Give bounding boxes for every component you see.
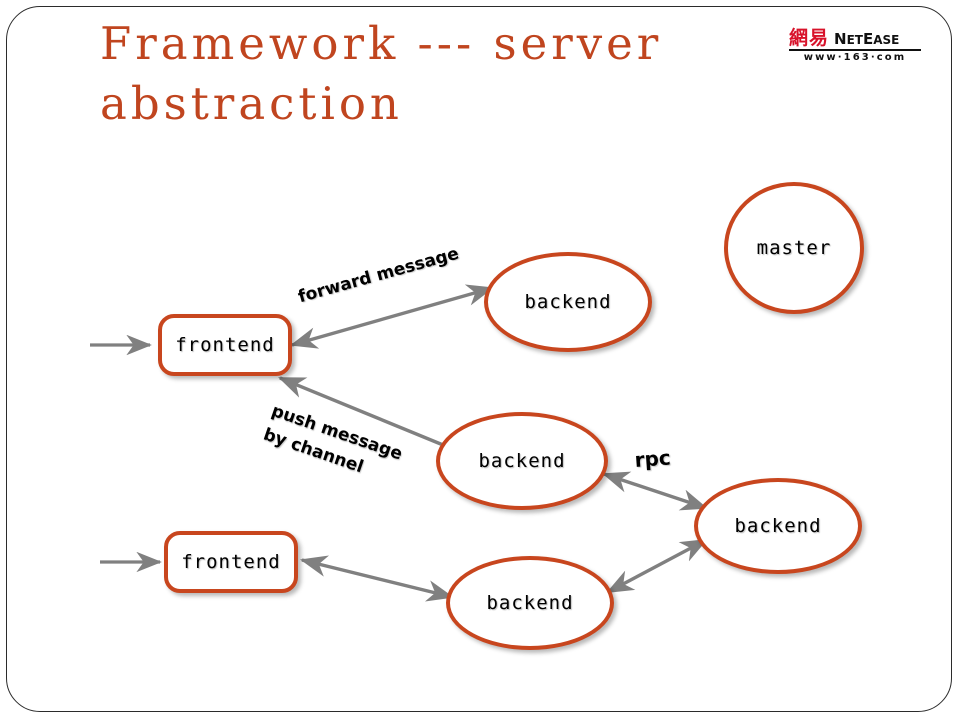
node-backend-right[interactable]: backend xyxy=(694,478,862,574)
node-master[interactable]: master xyxy=(724,182,864,314)
logo-en-ase: ASE xyxy=(873,33,900,47)
node-backend-right-label: backend xyxy=(734,515,822,537)
logo-en-n: N xyxy=(834,30,847,48)
edge-frontend-bottom-backend-bottom xyxy=(300,555,454,602)
node-backend-top[interactable]: backend xyxy=(484,252,652,352)
netease-logo: 網易 NETEASE www·163·com xyxy=(789,26,921,63)
node-frontend-bottom[interactable]: frontend xyxy=(164,531,298,593)
logo-english-wordmark: NETEASE xyxy=(834,32,899,48)
edge-backend-bottom-backend-right xyxy=(606,538,708,594)
edge-push-message xyxy=(278,376,449,449)
node-frontend-bottom-label: frontend xyxy=(181,551,281,573)
edge-forward-message xyxy=(290,284,494,349)
logo-chinese-characters: 網易 xyxy=(789,27,830,49)
logo-url-text: www·163·com xyxy=(803,52,907,63)
node-frontend-top-label: frontend xyxy=(175,334,275,356)
node-frontend-top[interactable]: frontend xyxy=(158,314,292,376)
node-backend-mid[interactable]: backend xyxy=(436,412,608,510)
logo-en-e: E xyxy=(862,30,874,48)
edge-rpc xyxy=(602,471,708,511)
edge-label-rpc: rpc xyxy=(633,445,672,472)
logo-divider-rule xyxy=(789,49,921,51)
logo-en-et: ET xyxy=(846,33,863,47)
logo-wordmark-row: 網易 NETEASE xyxy=(789,26,921,48)
node-master-label: master xyxy=(756,237,832,259)
page-title: Framework --- server abstraction xyxy=(100,17,663,130)
node-backend-bottom-label: backend xyxy=(486,592,574,614)
node-backend-bottom[interactable]: backend xyxy=(446,556,614,650)
node-backend-mid-label: backend xyxy=(478,450,566,472)
node-backend-top-label: backend xyxy=(524,291,612,313)
